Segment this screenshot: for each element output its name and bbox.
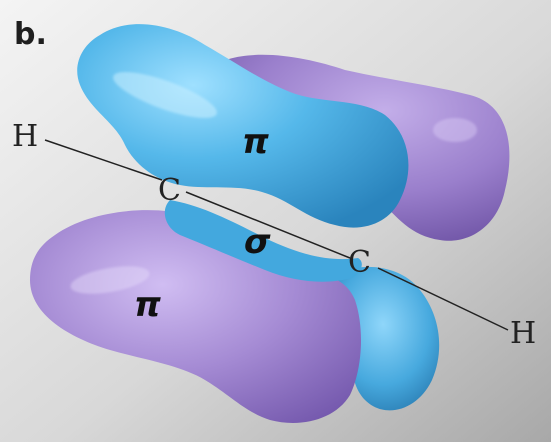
pi-bond-label-lower: π: [134, 285, 161, 325]
atom-c-right: C: [348, 245, 371, 280]
sigma-bond-label: σ: [244, 222, 271, 262]
pi-bond-label-upper: π: [242, 122, 269, 162]
back-purple-highlight: [433, 118, 477, 142]
atom-c-left: C: [158, 173, 181, 208]
panel-label: b.: [14, 17, 47, 52]
atom-h-right: H: [510, 316, 536, 351]
atom-h-left: H: [12, 119, 38, 154]
